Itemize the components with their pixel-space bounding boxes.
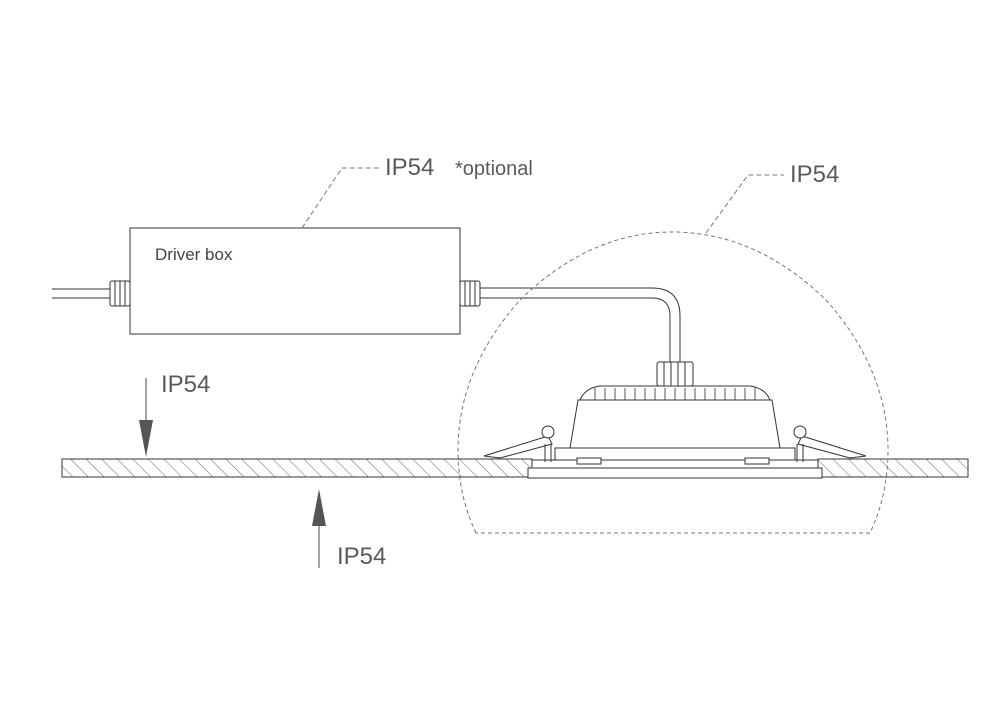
callout-leaders bbox=[301, 167, 784, 234]
driver-box-outline bbox=[129, 227, 461, 335]
bottom-side-arrow bbox=[312, 489, 326, 568]
driver-ip-rating: IP54 bbox=[385, 154, 435, 181]
driver-box-label: Driver box bbox=[155, 245, 233, 264]
top-side-arrow bbox=[139, 378, 153, 457]
top-side-ip-rating: IP54 bbox=[161, 371, 211, 398]
fixture-ip-rating: IP54 bbox=[790, 161, 840, 188]
ceiling-slab bbox=[61, 458, 969, 478]
bottom-side-ip-rating: IP54 bbox=[337, 543, 387, 570]
driver-optional-note: *optional bbox=[455, 158, 533, 180]
input-cable bbox=[52, 288, 112, 299]
left-cable-gland bbox=[109, 280, 131, 307]
protection-envelope bbox=[457, 231, 889, 534]
output-cable bbox=[480, 287, 681, 362]
downlight-fixture bbox=[483, 361, 867, 479]
right-cable-gland bbox=[459, 280, 481, 307]
